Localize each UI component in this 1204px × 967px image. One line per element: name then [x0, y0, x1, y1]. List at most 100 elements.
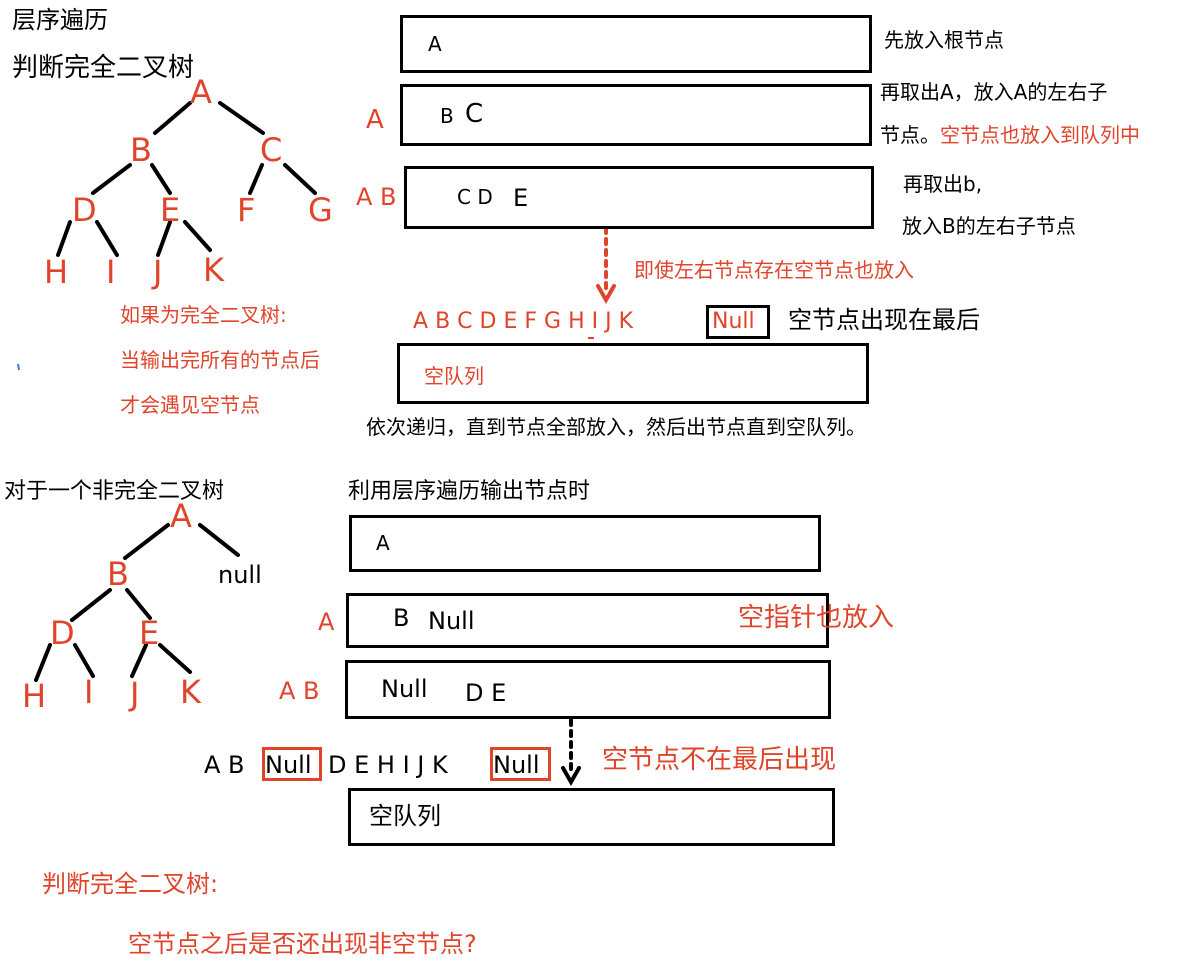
b-queue3-out: A B: [279, 677, 320, 705]
edge2-b-d: [70, 588, 112, 622]
tree2-node-i: I: [84, 673, 94, 711]
tree2-node-b: B: [107, 555, 129, 593]
queue3-content: C D: [457, 185, 493, 209]
null-box-red-1: [262, 747, 322, 781]
seq-b: B: [435, 309, 451, 334]
queue3-desc2: 放入B的左右子节点: [902, 214, 1076, 238]
note-line-1: 如果为完全二叉树:: [120, 303, 287, 327]
b-null-label-2: Null: [493, 751, 540, 779]
queue2-box-1: [349, 515, 821, 572]
queue3-desc1: 再取出b,: [903, 172, 983, 196]
page-title: 层序遍历: [12, 6, 108, 34]
empty-queue-box-bottom: [348, 788, 835, 846]
queue2-desc2b: 空节点也放入到队列中: [940, 123, 1140, 147]
b-queue3-content-de: D E: [465, 679, 507, 707]
b-sequence-part2: D E H I J K: [328, 751, 448, 779]
arrow-head-black: [561, 766, 581, 787]
seq-h: H: [568, 309, 585, 334]
queue-box-1: [400, 15, 872, 73]
edge-b-e: [150, 163, 172, 195]
judge-question: 空节点之后是否还出现非空节点?: [128, 930, 477, 958]
tree-node-g: G: [308, 191, 333, 229]
edge-c-f: [248, 163, 264, 195]
bottom-subtitle: 利用层序遍历输出节点时: [348, 479, 591, 504]
edge2-a-null: [198, 523, 240, 557]
queue2-desc2a: 节点。: [880, 123, 940, 147]
tree2-node-a: A: [170, 497, 192, 535]
page-subtitle: 判断完全二叉树: [12, 53, 195, 83]
bottom-title: 对于一个非完全二叉树: [4, 479, 225, 504]
null-box-top: [706, 305, 770, 339]
empty-queue-box-top: [397, 343, 869, 404]
seq-c: C: [457, 309, 473, 334]
note-line-3: 才会遇见空节点: [120, 393, 260, 417]
queue2-desc2-clip: 节点。空节点也放入到队列中: [880, 122, 1204, 152]
b-queue1-content: A: [376, 531, 390, 555]
b-queue2-content-b: B: [393, 604, 410, 632]
null-label-top: Null: [712, 309, 755, 334]
edge-a-b: [153, 101, 192, 135]
empty-queue-bottom: 空队列: [369, 802, 441, 830]
edge-c-g: [283, 163, 317, 195]
seq-a: A: [413, 309, 429, 334]
queue2-out: A: [366, 105, 384, 135]
edge2-d-i: [73, 643, 95, 678]
edge-d-i: [95, 220, 119, 257]
tree2-node-d: D: [50, 614, 75, 652]
queue3-content-e: E: [513, 184, 529, 212]
tree-node-e: E: [160, 191, 181, 229]
queue1-desc: 先放入根节点: [884, 28, 1004, 52]
queue3-out: A B: [356, 183, 397, 211]
tree-node-b: B: [130, 131, 152, 169]
seq-f: F: [524, 309, 538, 334]
arrow-head-red: [596, 284, 616, 305]
seq-e: E: [503, 309, 518, 334]
queue2-content-b: B: [440, 104, 454, 128]
queue2-desc1-clip: 再取出A，放入A的左右子: [880, 80, 1200, 110]
conclusion-text: 依次递归，直到节点全部放入，然后出节点直到空队列。: [366, 415, 866, 439]
edge2-d-h: [34, 643, 52, 682]
null-last-note: 空节点出现在最后: [788, 306, 980, 334]
tree-node-i: I: [106, 253, 116, 291]
tree2-node-k: K: [180, 673, 201, 711]
judge-title: 判断完全二叉树:: [42, 870, 219, 898]
edge-e-j: [156, 220, 172, 257]
b-queue2-out: A: [318, 608, 335, 636]
edge-d-h: [56, 220, 72, 257]
null-box-red-2: [490, 747, 551, 781]
arrow-note: 即使左右节点存在空节点也放入: [634, 258, 914, 282]
edge2-b-e: [125, 588, 152, 620]
tree2-node-h: H: [22, 677, 47, 715]
tree-node-j: J: [153, 253, 163, 291]
edge2-a-b: [123, 523, 170, 560]
tree2-node-e: E: [139, 614, 160, 652]
seq-j: J: [605, 309, 612, 334]
edge-e-k: [183, 220, 212, 252]
tree-node-h: H: [44, 253, 69, 291]
seq-k: K: [618, 309, 634, 334]
b-queue3-content-null: Null: [381, 675, 428, 703]
tree-node-f: F: [237, 191, 256, 229]
tree-node-k: K: [203, 251, 224, 289]
seq-d: D: [479, 309, 497, 334]
b-sequence-part1: A B: [204, 751, 245, 779]
edge2-e-k: [158, 643, 192, 674]
queue2-box-2: [346, 593, 829, 648]
tree-node-d: D: [72, 191, 97, 229]
queue1-content: A: [428, 32, 442, 56]
seq-g: G: [544, 309, 562, 334]
edge-a-c: [218, 101, 265, 135]
not-last-note: 空节点不在最后出现: [602, 745, 837, 775]
note-line-2: 当输出完所有的节点后: [120, 348, 320, 372]
queue2-box-3: [345, 660, 831, 719]
edge2-e-j: [130, 643, 148, 678]
tree2-node-j: J: [130, 675, 140, 713]
seq-i: I: [591, 309, 599, 334]
queue2-content-c: C: [465, 99, 484, 129]
b-null-label-1: Null: [265, 751, 312, 779]
tree2-null-leaf: null: [218, 561, 262, 589]
queue-box-3: [404, 166, 874, 229]
empty-queue-top: 空队列: [424, 364, 484, 388]
queue-box-2: [400, 84, 872, 146]
